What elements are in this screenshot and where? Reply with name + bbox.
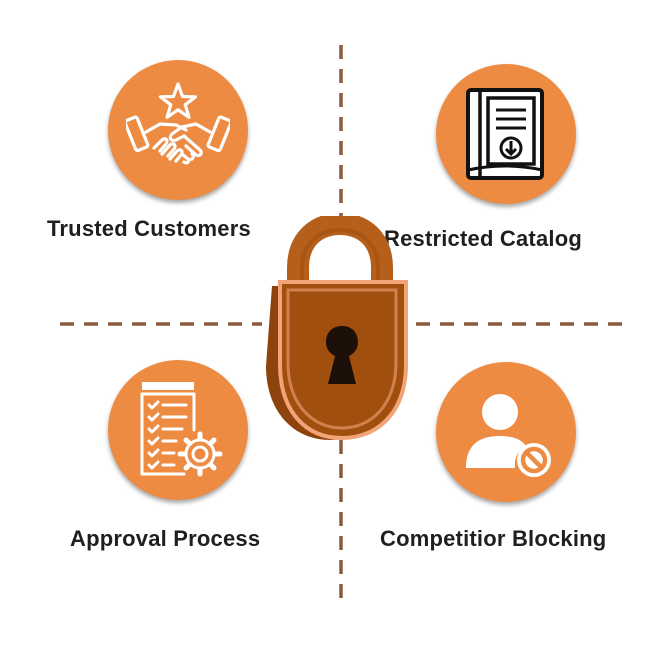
trusted-customers-badge (108, 60, 248, 200)
restricted-catalog-label: Restricted Catalog (384, 226, 582, 251)
competitor-blocking-label: Competitior Blocking (380, 526, 607, 551)
catalog-download-icon (466, 88, 544, 180)
handshake-star-icon (126, 82, 230, 165)
competitor-blocking-badge (436, 362, 576, 502)
trusted-customers-label: Trusted Customers (47, 216, 251, 241)
approval-process-label: Approval Process (70, 526, 261, 551)
restricted-catalog-badge (436, 64, 576, 204)
checklist-gear-icon (140, 382, 223, 477)
approval-process-badge (108, 360, 248, 500)
padlock-icon (266, 216, 408, 441)
user-blocked-icon (466, 394, 551, 477)
